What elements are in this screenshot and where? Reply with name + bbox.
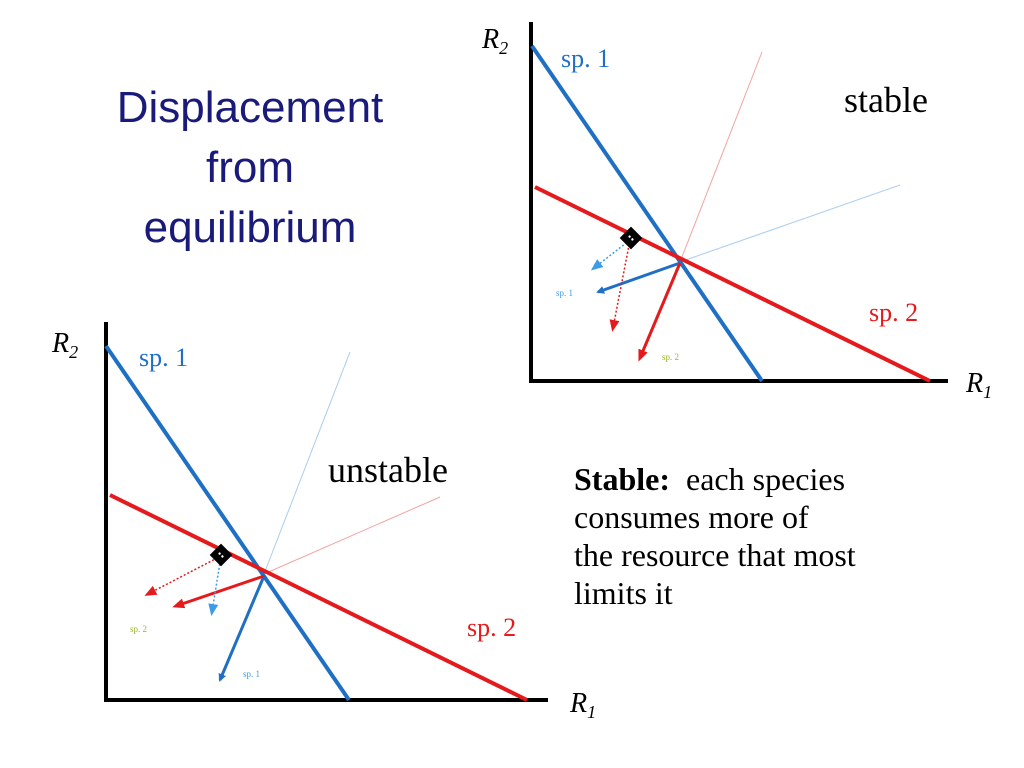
description-line-4: limits it [574, 575, 673, 611]
stable-small-sp2-label: sp. 2 [662, 352, 679, 362]
description-label: Stable: [574, 461, 670, 497]
unstable-sp1-isocline [104, 344, 351, 702]
unstable-diagram: R2 R1 sp. 1 sp. 2 unstable sp. 1 sp. 2 [51, 322, 596, 722]
unstable-small-sp1-label: sp. 1 [243, 669, 260, 679]
stable-small-sp1-label: sp. 1 [556, 288, 573, 298]
stable-faint-blue-line [679, 184, 901, 263]
stable-sp1-isocline [530, 44, 764, 383]
unstable-sp1-label: sp. 1 [139, 343, 188, 372]
stability-description: Stable: each species consumes more of th… [574, 460, 994, 612]
unstable-small-sp2-label: sp. 2 [130, 624, 147, 634]
stable-sp2-isocline [534, 185, 931, 383]
stable-state-label: stable [844, 80, 928, 120]
title-line-2: from [206, 143, 294, 192]
stable-y-axis-label: R2 [481, 24, 508, 58]
stable-x-axis-label: R1 [965, 368, 992, 402]
unstable-faint-red-line [263, 496, 441, 575]
stable-faint-red-line [679, 51, 763, 263]
stable-sp2-label: sp. 2 [869, 298, 918, 327]
description-text-1: each species [686, 461, 846, 497]
unstable-displacement-blue-arrow [208, 555, 222, 616]
stable-displacement-red-arrow [609, 239, 631, 332]
unstable-sp2-isocline [109, 493, 528, 702]
unstable-impact-arrow-sp2 [172, 574, 265, 609]
stable-impact-arrow-sp1 [596, 261, 681, 294]
unstable-faint-blue-line [263, 351, 351, 575]
description-line-1: Stable: each species [574, 460, 994, 498]
stable-diagram: R2 R1 sp. 1 sp. 2 stable sp. 1 sp. 2 [481, 22, 992, 402]
description-line-3: the resource that most [574, 537, 856, 573]
stable-impact-arrow-sp2 [638, 262, 682, 362]
page-title: Displacement from equilibrium [70, 78, 430, 258]
unstable-state-label: unstable [328, 450, 448, 490]
title-line-1: Displacement [116, 83, 384, 132]
unstable-sp2-label: sp. 2 [467, 613, 516, 642]
title-line-3: equilibrium [143, 203, 357, 252]
stable-sp1-label: sp. 1 [561, 44, 610, 73]
unstable-x-axis-label: R1 [569, 688, 596, 722]
description-line-2: consumes more of [574, 499, 809, 535]
unstable-y-axis-label: R2 [51, 328, 78, 362]
unstable-displacement-red-arrow [144, 555, 222, 596]
stable-displacement-blue-arrow [590, 239, 631, 271]
unstable-impact-arrow-sp1 [218, 575, 266, 682]
